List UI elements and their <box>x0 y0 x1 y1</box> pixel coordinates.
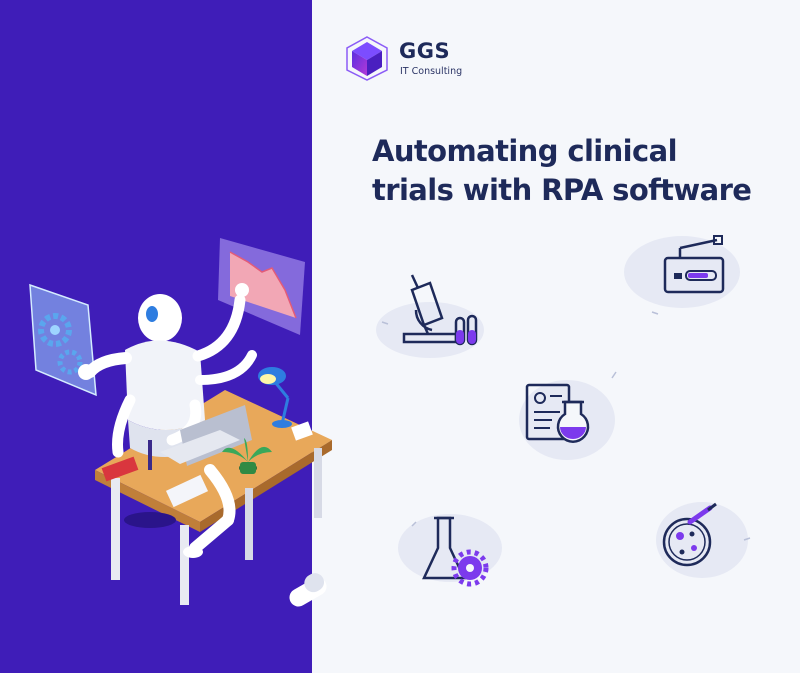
title-line-1: Automating clinical <box>372 134 678 168</box>
pill <box>289 573 327 607</box>
potted-plant <box>222 438 272 474</box>
beaker-gear-icon <box>398 514 502 587</box>
page-title: Automating clinical trials with RPA soft… <box>372 132 782 210</box>
robot-desk-illustration <box>29 238 332 607</box>
decorative-sparkles <box>381 311 751 541</box>
brand-logo[interactable]: GGS IT Consulting <box>344 34 524 84</box>
lab-device-icon <box>624 235 740 308</box>
desk-lamp <box>258 367 292 428</box>
title-line-2: trials with RPA software <box>372 173 752 207</box>
hologram-chart <box>218 238 305 335</box>
laptop <box>160 405 252 466</box>
icon-cluster <box>376 235 751 587</box>
brand-tagline: IT Consulting <box>400 66 463 77</box>
petri-dish-icon <box>656 502 748 578</box>
research-document-icon <box>519 380 615 460</box>
brand-name: GGS <box>399 39 451 63</box>
cube-logo-icon <box>346 36 388 81</box>
microscope-icon <box>376 274 484 358</box>
